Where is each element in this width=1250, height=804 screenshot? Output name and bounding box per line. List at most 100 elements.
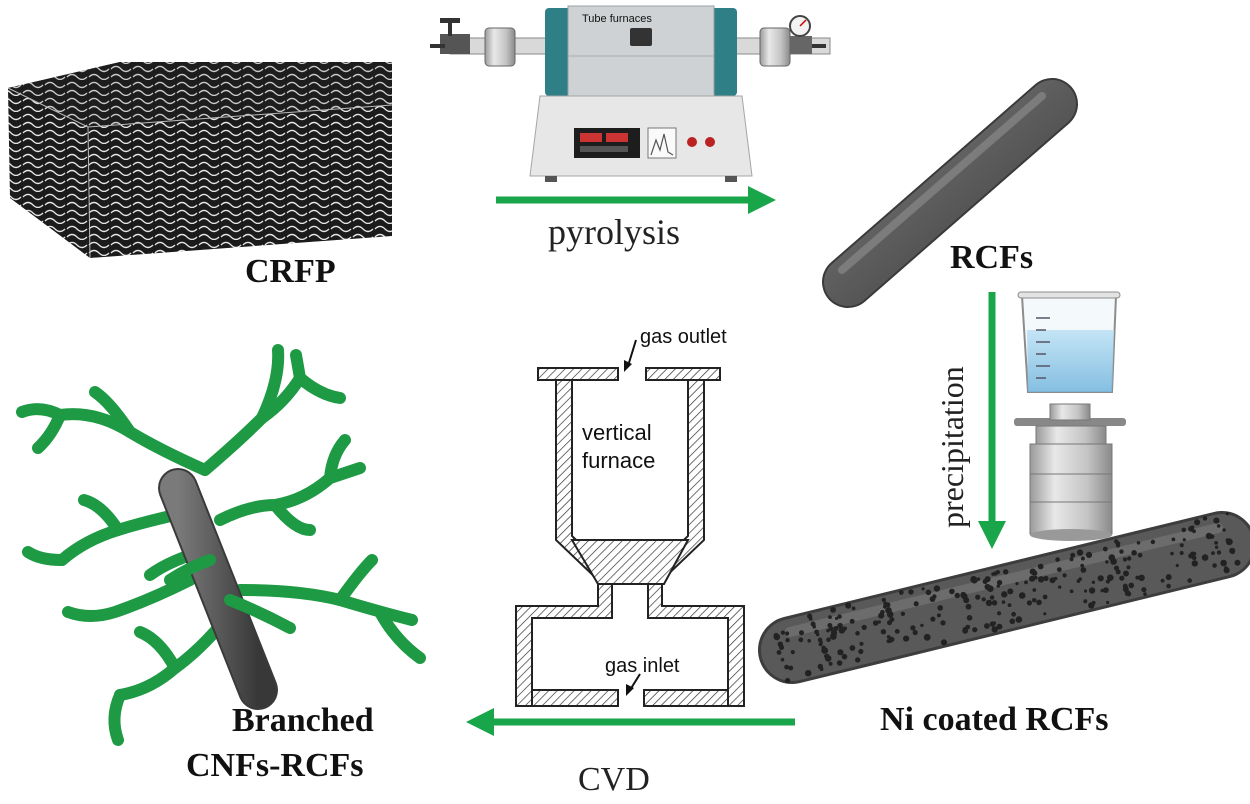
ni-particle [981,597,986,602]
ni-particle [1053,576,1058,581]
ni-particle [996,623,1003,630]
ni-particle [1214,545,1219,549]
ni-particle [954,592,960,599]
ni-particle [780,630,786,635]
ni-particle [1205,532,1213,540]
ni-particle [1058,585,1062,589]
ni-particle [778,644,785,651]
ni-particle [889,636,895,643]
ni-particle [785,638,790,643]
ni-particle [1166,583,1171,589]
ni-particle [1214,541,1218,545]
ni-particle [932,594,937,599]
ni-particle [1091,600,1096,605]
ni-particle [881,597,886,603]
ni-particle [1110,558,1117,565]
ni-particle [937,605,943,611]
ni-particle [989,595,995,600]
ni-particle [1024,580,1028,585]
ni-particle [900,611,906,616]
ni-particle [1234,559,1241,566]
ni-particle [872,620,879,626]
ni-particle [807,639,811,643]
ni-particle [1088,587,1096,594]
ni-particle [1001,600,1006,604]
ni-particle [1037,576,1045,583]
ni-particle [1062,573,1067,578]
ni-particle [859,641,864,646]
ni-particle [910,625,916,631]
ni-particle [837,622,843,629]
ni-particle [855,657,861,663]
ni-particle [1141,587,1147,593]
ni-particle [804,669,812,677]
ni-particle [849,645,856,651]
pyrolysis-label: pyrolysis [548,212,680,252]
ni-particle [1029,575,1036,582]
ni-particle [886,611,894,618]
ni-particle [1015,582,1019,586]
ni-particle [1115,569,1121,575]
ni-particle [912,629,918,636]
ni-particle [784,664,789,670]
ni-particle [966,615,973,621]
ni-particle [1043,575,1049,582]
ni-particle [773,633,781,641]
vertical-furnace-icon [515,339,745,707]
rcfs-label: RCFs [950,239,1033,276]
ni-particle [933,585,941,592]
ni-particle [1033,575,1038,580]
ni-particle [1188,526,1194,532]
ni-particle [1131,550,1137,556]
ni-particle [1222,528,1226,532]
vertical-furnace-label-line1: vertical [582,420,652,445]
ni-particle [851,606,856,611]
ni-particle [821,647,829,654]
ni-particle [940,620,946,626]
ni-coated-rod-icon [758,511,1250,684]
ni-particle [925,589,932,596]
ni-particle [1211,551,1215,555]
ni-particle [1056,567,1062,572]
ni-particle [1135,575,1140,580]
ni-particle [1171,537,1176,542]
ni-particle [1216,550,1222,555]
ni-particle [1031,598,1037,603]
ni-particle [1076,549,1084,556]
ni-particle [1170,551,1174,556]
ni-particle [1202,516,1208,521]
ni-particle [991,626,998,633]
ni-particle [1002,591,1008,598]
ni-particle [972,627,978,633]
ni-particle [923,633,931,641]
ni-particle [824,655,832,662]
ni-particle [921,587,925,591]
ni-particle [985,599,993,607]
ni-particle [1076,579,1081,583]
tube-furnace-label: Tube furnaces [582,13,652,25]
ni-particle [991,600,998,606]
ni-particle [1182,538,1186,542]
ni-particle [1114,539,1119,544]
ni-particle [1175,563,1179,568]
ni-particle [1143,592,1147,596]
ni-particle [1091,580,1096,584]
ni-particle [1225,512,1229,516]
ni-particle [1150,539,1156,545]
ni-particle [936,613,941,618]
ni-particle [1007,588,1014,595]
ni-particle [965,603,972,610]
ni-particle [949,588,955,595]
ni-particle [1216,524,1221,528]
ni-particle [965,624,971,630]
ni-particle [1069,589,1074,594]
ni-particle [819,640,823,645]
ni-particle [877,620,881,624]
ni-particle [885,602,891,608]
ni-particle [1192,551,1197,556]
ni-particle [1083,589,1088,593]
ni-particle [1213,517,1220,524]
ni-particle [880,610,885,615]
ni-particle [812,624,816,629]
ni-particle [1003,569,1009,575]
